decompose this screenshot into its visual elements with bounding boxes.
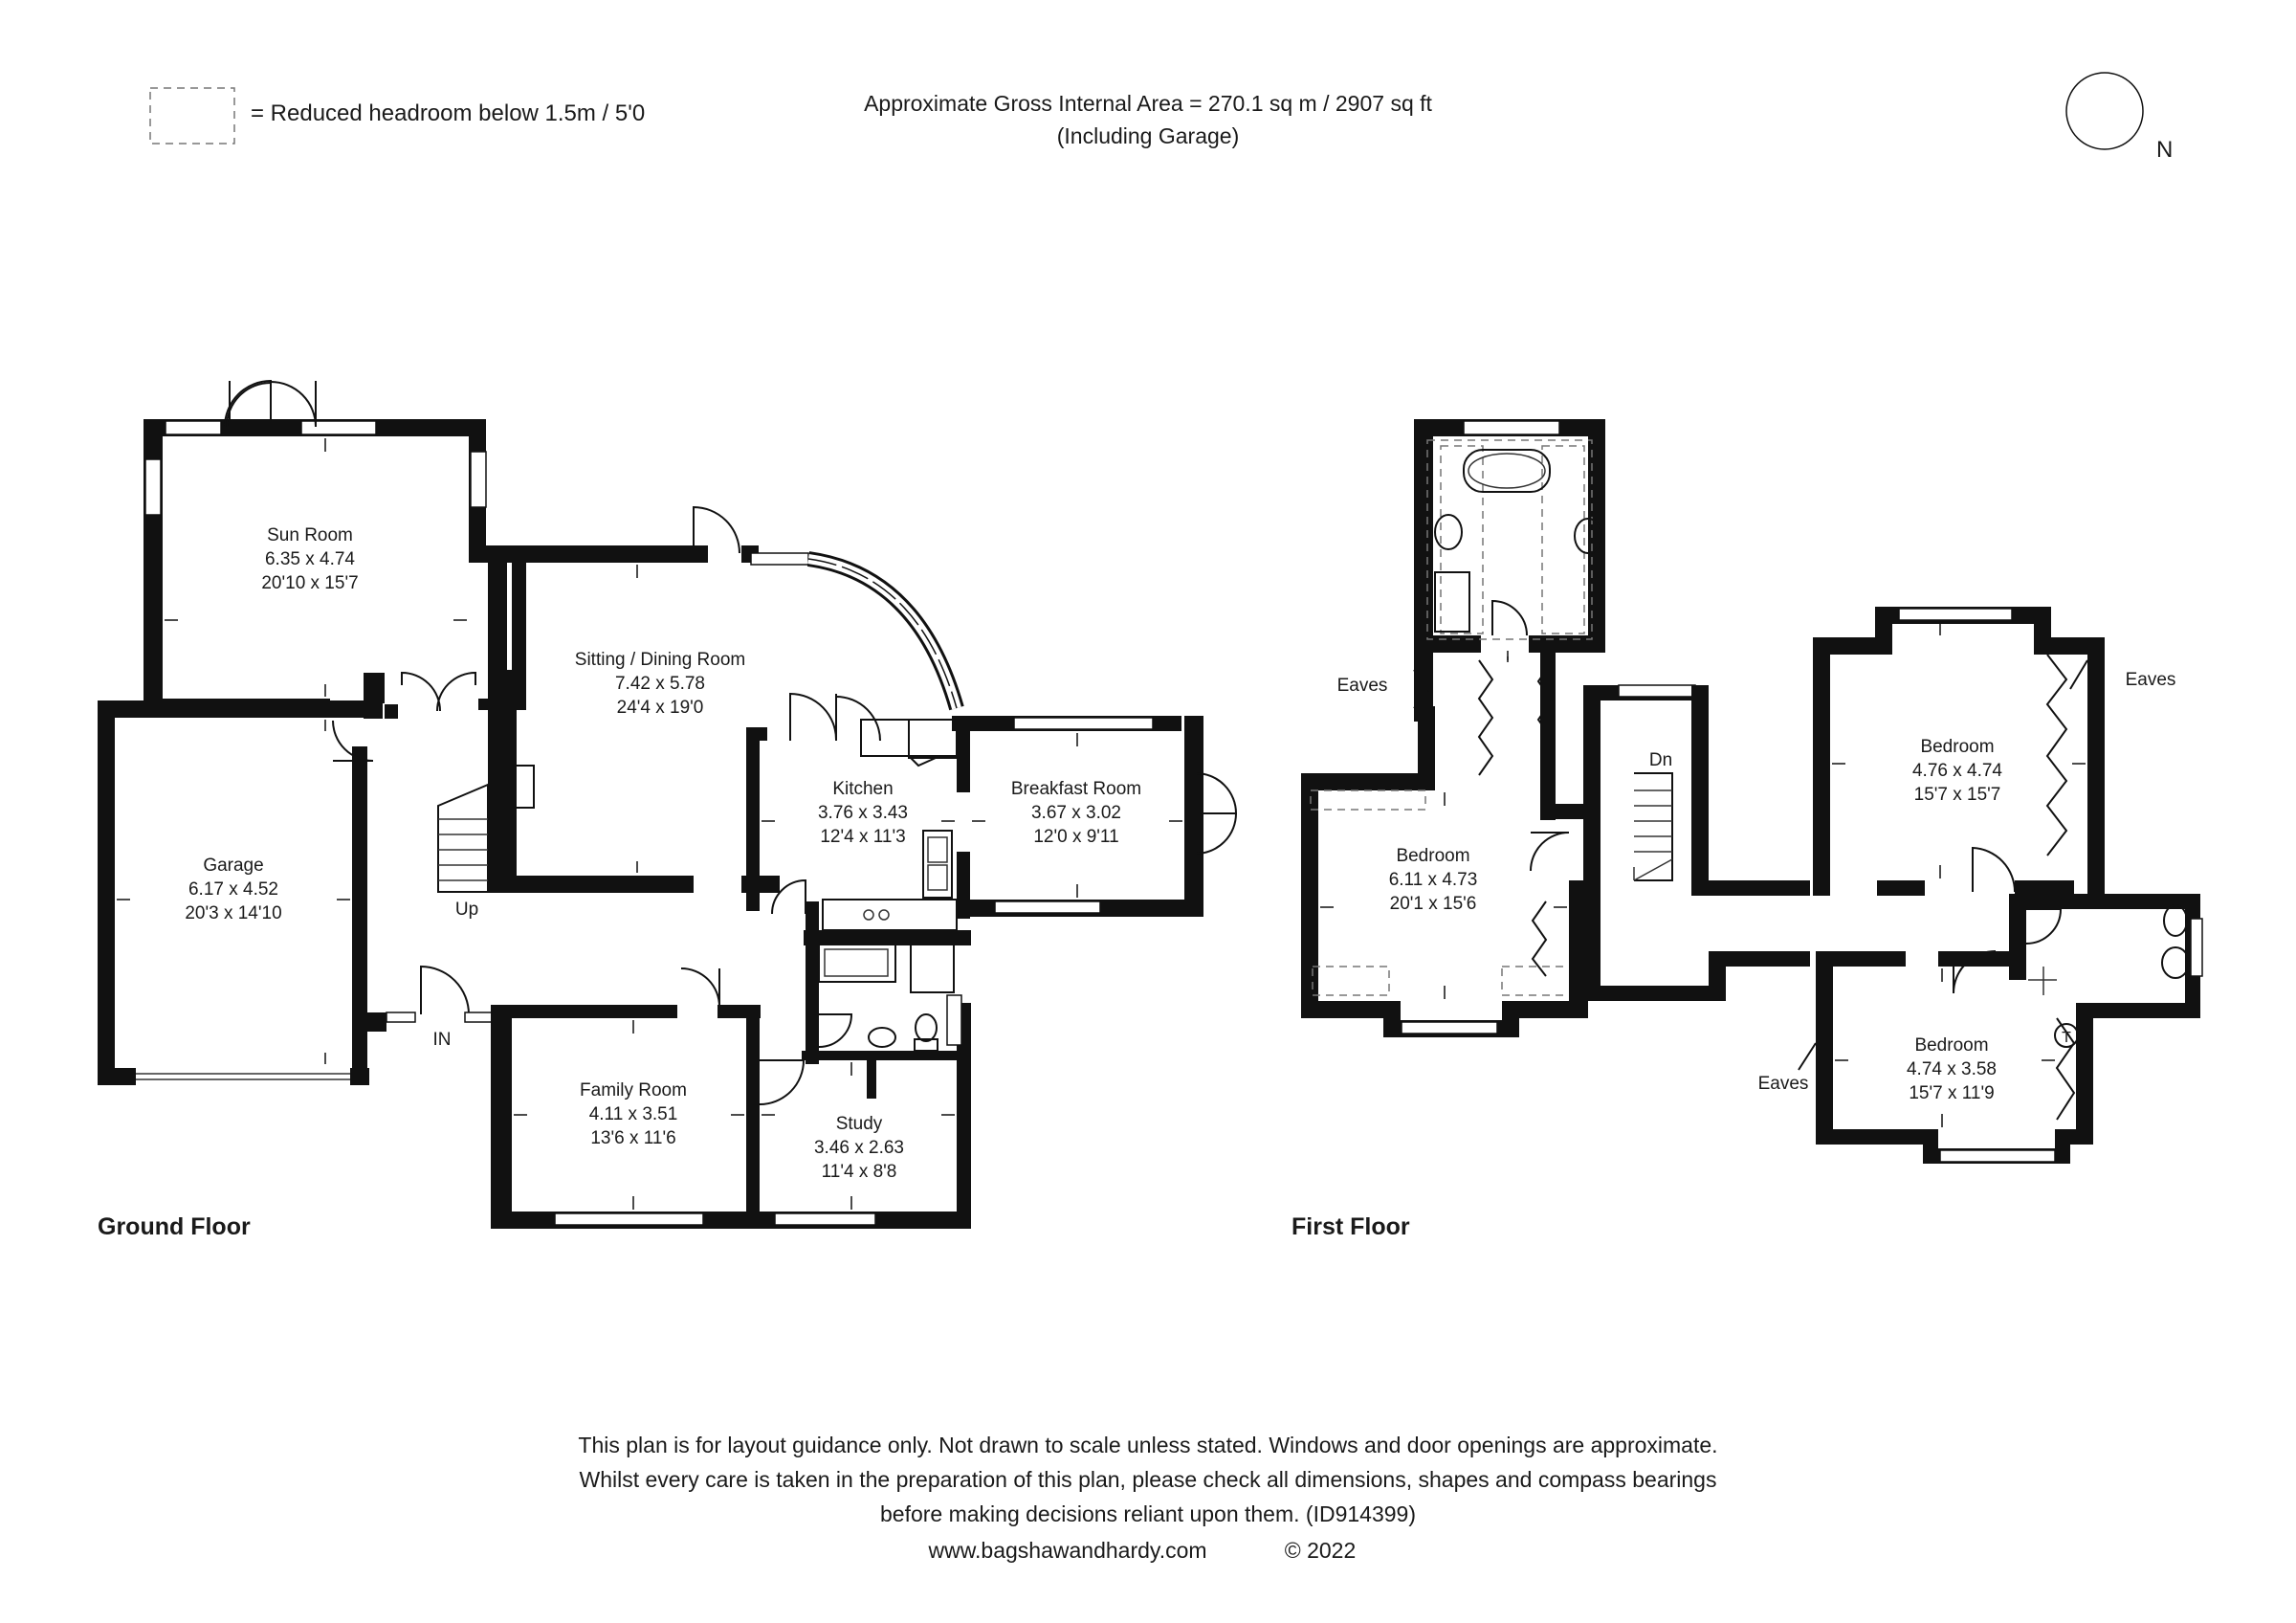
stairs-down-label: Dn [1649, 750, 1672, 770]
sun-room-name: Sun Room [267, 525, 353, 545]
study-metric: 3.46 x 2.63 [814, 1138, 904, 1158]
study-imperial: 11'4 x 8'8 [822, 1162, 897, 1182]
legend: = Reduced headroom below 1.5m / 5'0 [149, 87, 645, 145]
copyright-text: © 2022 [1285, 1538, 1357, 1563]
ground-floor-title: Ground Floor [98, 1213, 251, 1240]
bedroom3-metric: 4.74 x 3.58 [1907, 1059, 1997, 1079]
kitchen-imperial: 12'4 x 11'3 [820, 827, 905, 847]
sitting-room-metric: 7.42 x 5.78 [615, 674, 705, 694]
footer-line-1: This plan is for layout guidance only. N… [578, 1433, 1717, 1457]
entrance-label: IN [433, 1030, 452, 1050]
first-floor-labels: Bedroom 6.11 x 4.73 20'1 x 15'6 Bedroom … [1292, 670, 2175, 1240]
breakfast-room-imperial: 12'0 x 9'11 [1033, 827, 1118, 847]
garage-metric: 6.17 x 4.52 [188, 879, 278, 900]
garage-name: Garage [203, 856, 263, 876]
eaves-label-right: Eaves [2126, 670, 2176, 690]
first-floor-stairs [1633, 772, 1673, 881]
family-room-metric: 4.11 x 3.51 [589, 1104, 678, 1124]
ground-floor-labels: Sun Room 6.35 x 4.74 20'10 x 15'7 Sittin… [98, 525, 1141, 1240]
kitchen-name: Kitchen [832, 779, 893, 799]
website-link[interactable]: www.bagshawandhardy.com [927, 1538, 1206, 1563]
sitting-room-name: Sitting / Dining Room [575, 650, 745, 670]
sitting-room-imperial: 24'4 x 19'0 [617, 698, 704, 718]
ground-floor-plan [98, 379, 1238, 1229]
sun-room-imperial: 20'10 x 15'7 [261, 573, 358, 593]
compass-rose-icon [2063, 69, 2147, 153]
bedroom1-imperial: 20'1 x 15'6 [1390, 894, 1477, 914]
bedroom1-name: Bedroom [1396, 846, 1469, 866]
garage-imperial: 20'3 x 14'10 [185, 903, 281, 923]
breakfast-room-name: Breakfast Room [1011, 779, 1141, 799]
kitchen-metric: 3.76 x 3.43 [818, 803, 908, 823]
bedroom3-imperial: 15'7 x 11'9 [1909, 1083, 1994, 1103]
footer-line-3: before making decisions reliant upon the… [880, 1501, 1416, 1526]
first-dimension-arrows [1320, 622, 2086, 1127]
eaves-label-bottom: Eaves [1758, 1074, 1809, 1094]
bedroom2-metric: 4.76 x 4.74 [1912, 761, 2002, 781]
ground-stairs [437, 783, 489, 893]
ground-dimension-arrows [117, 438, 1182, 1210]
study-name: Study [836, 1114, 883, 1134]
bedroom2-imperial: 15'7 x 15'7 [1914, 785, 2001, 805]
first-floor-title: First Floor [1292, 1213, 1410, 1240]
footer-line-2: Whilst every care is taken in the prepar… [580, 1467, 1717, 1492]
family-room-name: Family Room [580, 1080, 687, 1101]
area-subheading: (Including Garage) [1057, 123, 1240, 148]
stairs-up-label: Up [455, 900, 478, 920]
bedroom1-metric: 6.11 x 4.73 [1389, 870, 1478, 890]
bedroom2-name: Bedroom [1920, 737, 1994, 757]
disclaimer-footer: This plan is for layout guidance only. N… [578, 1433, 1717, 1563]
eaves-label-left-top: Eaves [1337, 676, 1388, 696]
bedroom3-name: Bedroom [1914, 1035, 1988, 1056]
legend-dashed-swatch [149, 87, 235, 145]
area-heading: Approximate Gross Internal Area = 270.1 … [864, 91, 1432, 116]
family-room-imperial: 13'6 x 11'6 [590, 1128, 675, 1148]
legend-text: = Reduced headroom below 1.5m / 5'0 [251, 100, 645, 126]
sun-room-metric: 6.35 x 4.74 [265, 549, 355, 569]
breakfast-room-metric: 3.67 x 3.02 [1031, 803, 1121, 823]
compass-north-label: N [2156, 137, 2173, 163]
first-floor-plan [1301, 419, 2203, 1164]
cupboard-t-label: T [2062, 1030, 2071, 1046]
